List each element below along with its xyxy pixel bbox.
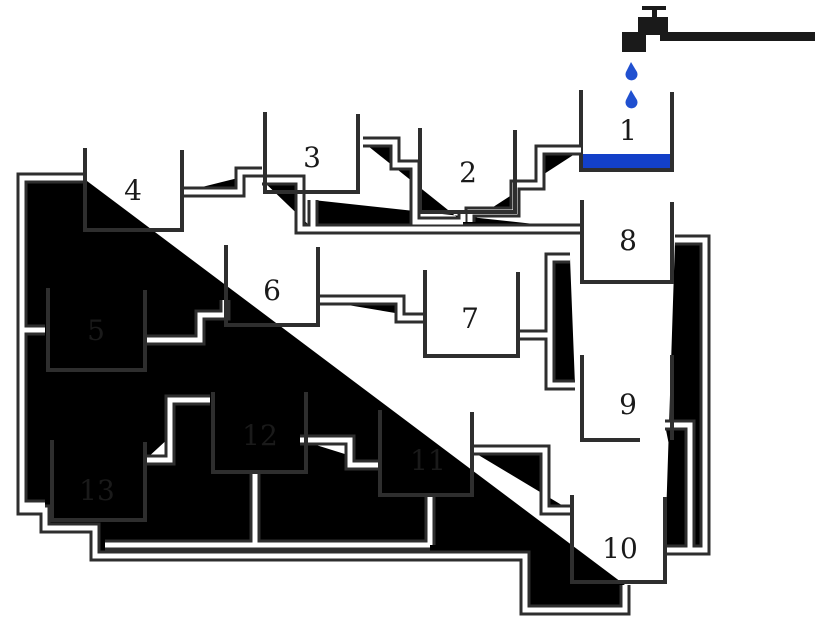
container-11-label: 11 [410,444,446,477]
container-8 [580,200,674,284]
container-12-label: 12 [242,419,278,452]
container-3-label: 3 [303,141,321,174]
container-2-label: 2 [459,156,477,189]
container-10-label: 10 [602,532,638,565]
container-10 [570,495,667,584]
container-2 [418,128,517,214]
container-6 [224,245,320,327]
connecting-pipes [22,142,705,610]
container-5 [46,288,147,372]
water-drops [625,62,638,109]
container-12 [211,392,308,474]
container-13 [50,440,147,522]
container-7 [423,270,520,358]
container-6-label: 6 [263,274,281,307]
container-3 [263,112,360,194]
container-4 [83,148,184,232]
container-7-label: 7 [461,302,479,335]
container-1 [579,90,674,172]
container-1-label: 1 [619,114,637,147]
container-8-label: 8 [619,224,637,257]
container-11 [378,410,474,497]
water-in-container-1 [581,154,673,169]
faucet-icon [622,6,815,52]
container-13-label: 13 [79,474,115,507]
container-9 [580,355,674,442]
container-5-label: 5 [87,314,105,347]
container-4-label: 4 [124,174,142,207]
container-9-label: 9 [619,388,637,421]
